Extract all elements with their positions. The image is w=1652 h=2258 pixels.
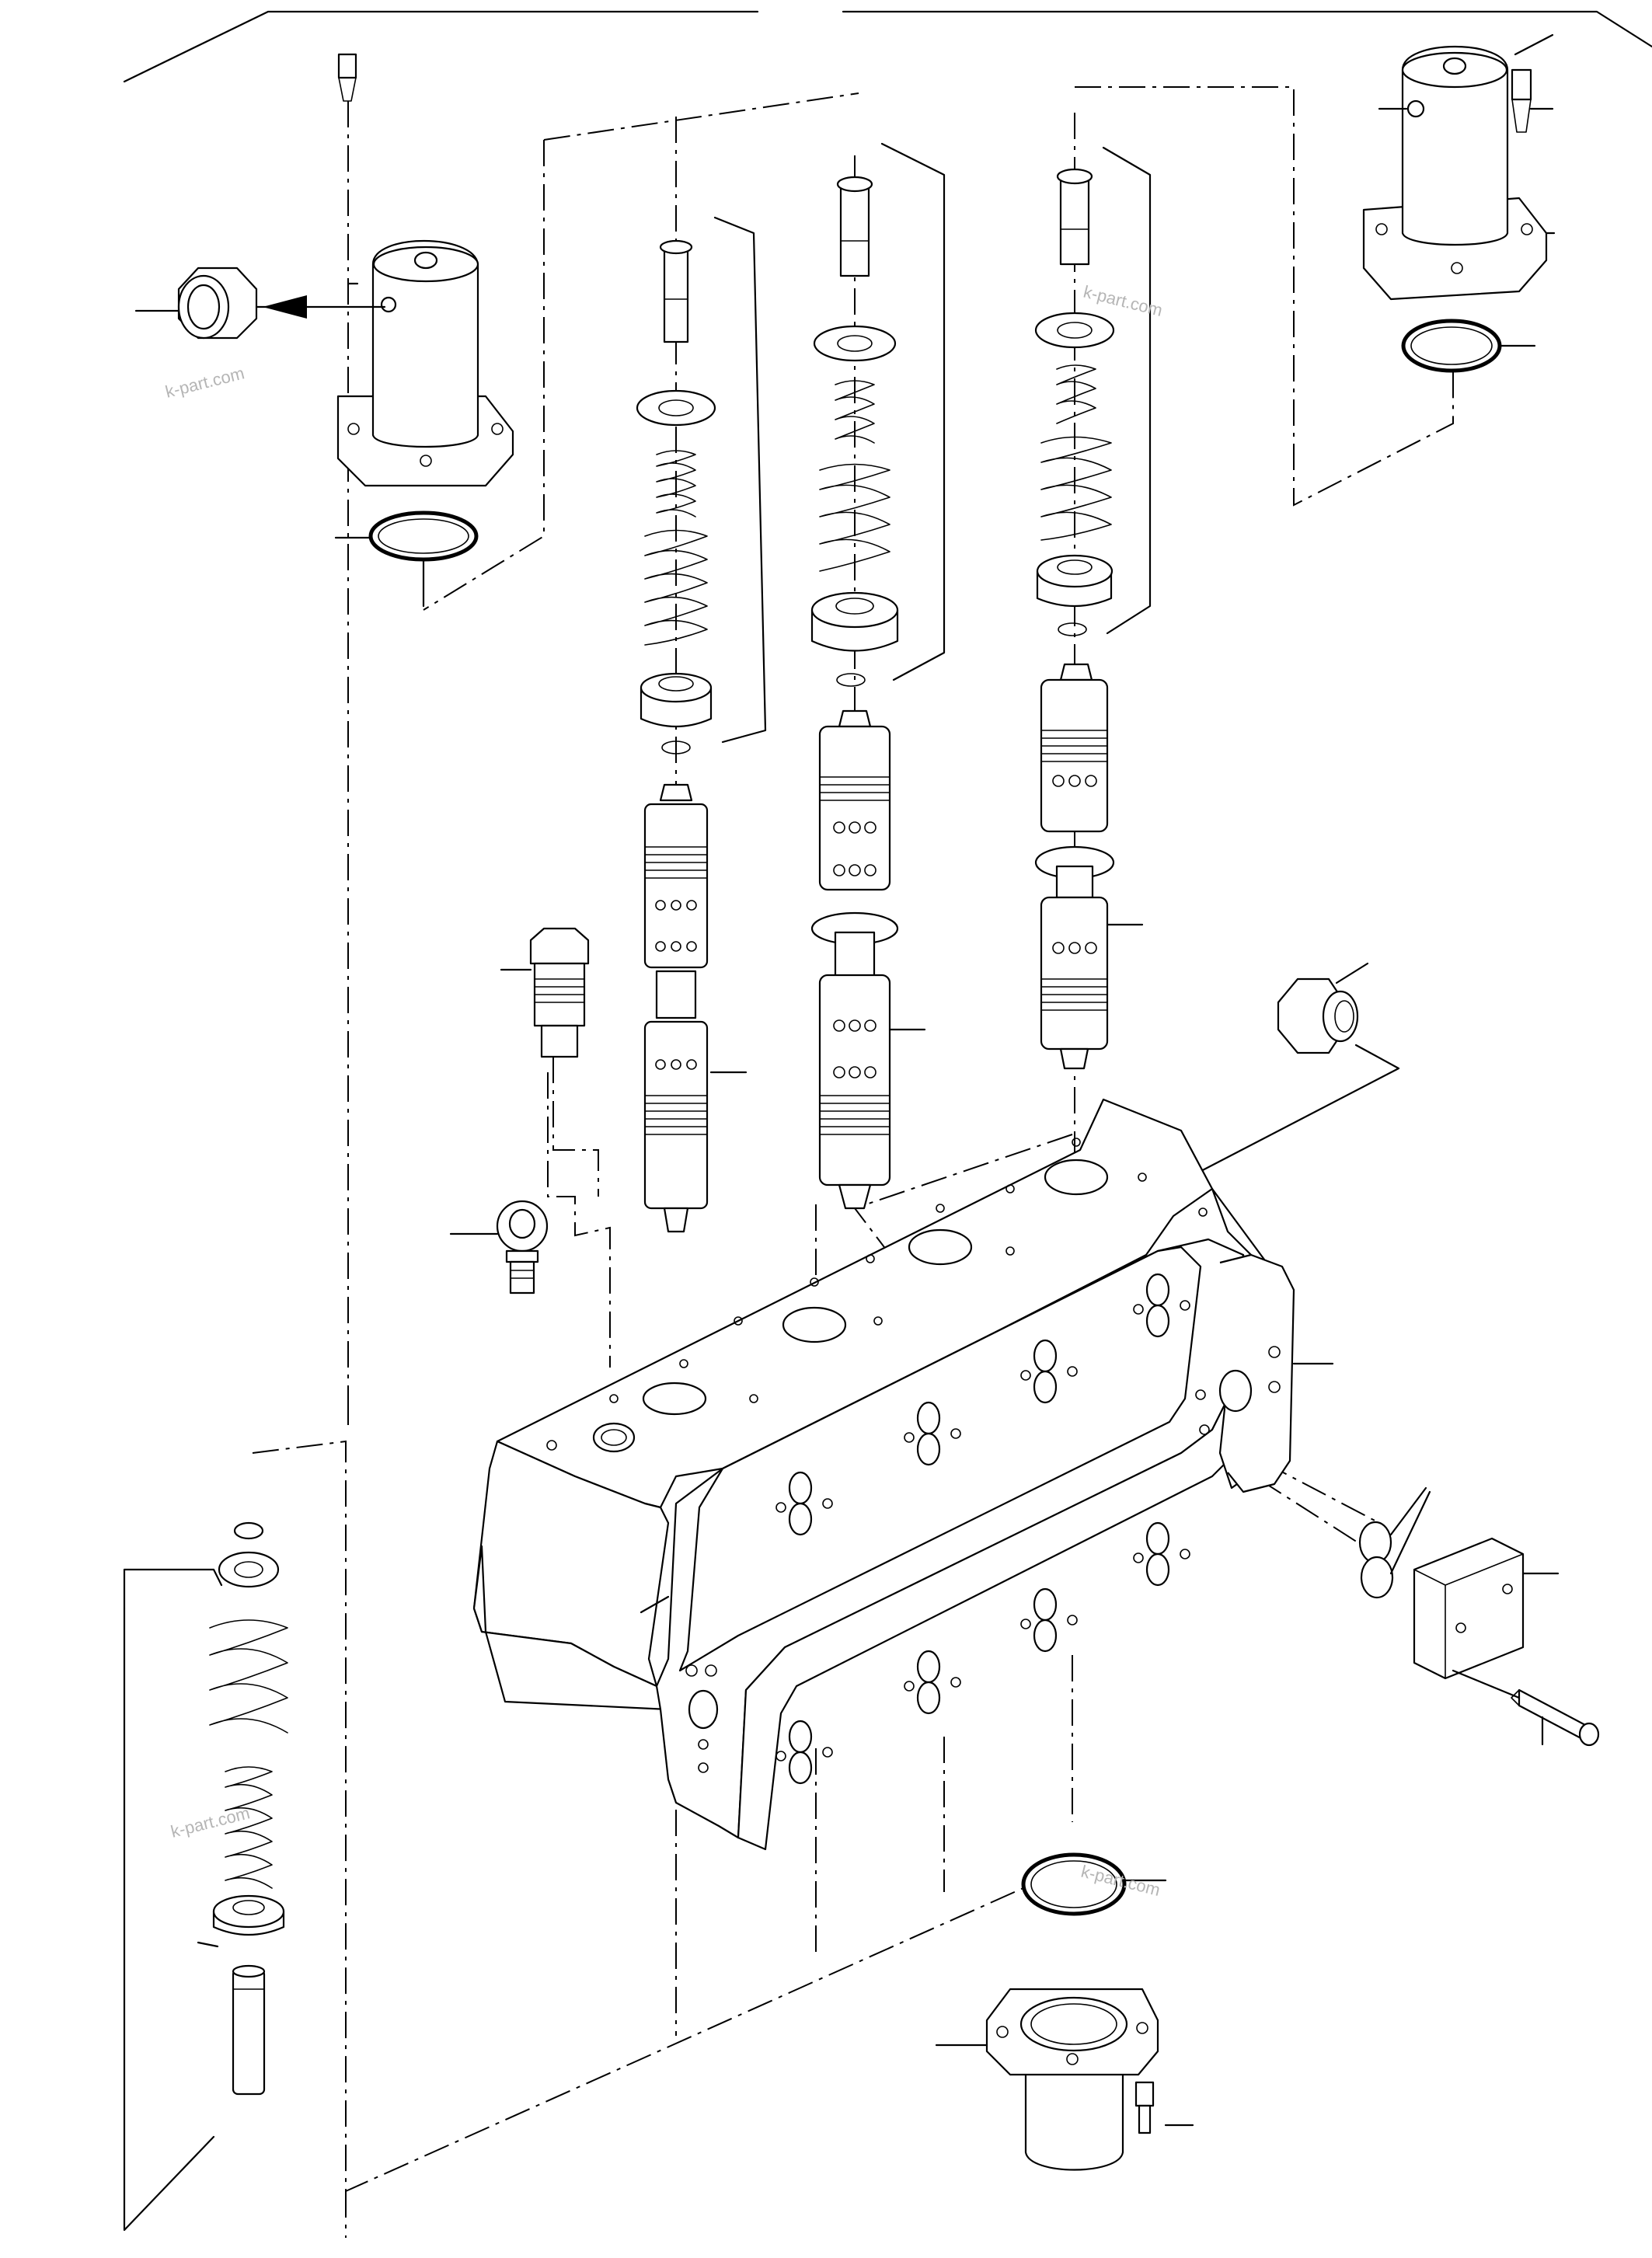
- plug-left: [136, 268, 385, 338]
- o-ring-bottom: [1023, 1855, 1166, 1914]
- solenoid-valve-right: [1364, 35, 1554, 299]
- valve-spool-2: [812, 144, 944, 1208]
- spring-assembly-left: [124, 1523, 288, 2230]
- o-ring-left: [336, 513, 476, 606]
- cap-screw-icon: [339, 54, 356, 78]
- valve-body: [474, 1099, 1333, 1849]
- watermark-3: k-part.com: [169, 1803, 252, 1841]
- cover-bottom: [936, 1989, 1193, 2170]
- watermark-1: k-part.com: [163, 363, 246, 401]
- port-group: [686, 1274, 1280, 1783]
- solenoid-valve-left: [338, 54, 513, 486]
- frame-lines: [124, 12, 1652, 82]
- cover-block: [1360, 1488, 1598, 1745]
- plug-right: [1197, 963, 1399, 1173]
- watermark-2: k-part.com: [1082, 282, 1165, 320]
- o-ring-right: [1403, 321, 1535, 371]
- valve-spool-3: [1036, 148, 1150, 1068]
- cap-screw-icon: [1512, 70, 1531, 99]
- valve-spool-1: [637, 218, 765, 1232]
- relief-valve: [501, 929, 598, 1197]
- eye-bolt: [451, 1201, 547, 1293]
